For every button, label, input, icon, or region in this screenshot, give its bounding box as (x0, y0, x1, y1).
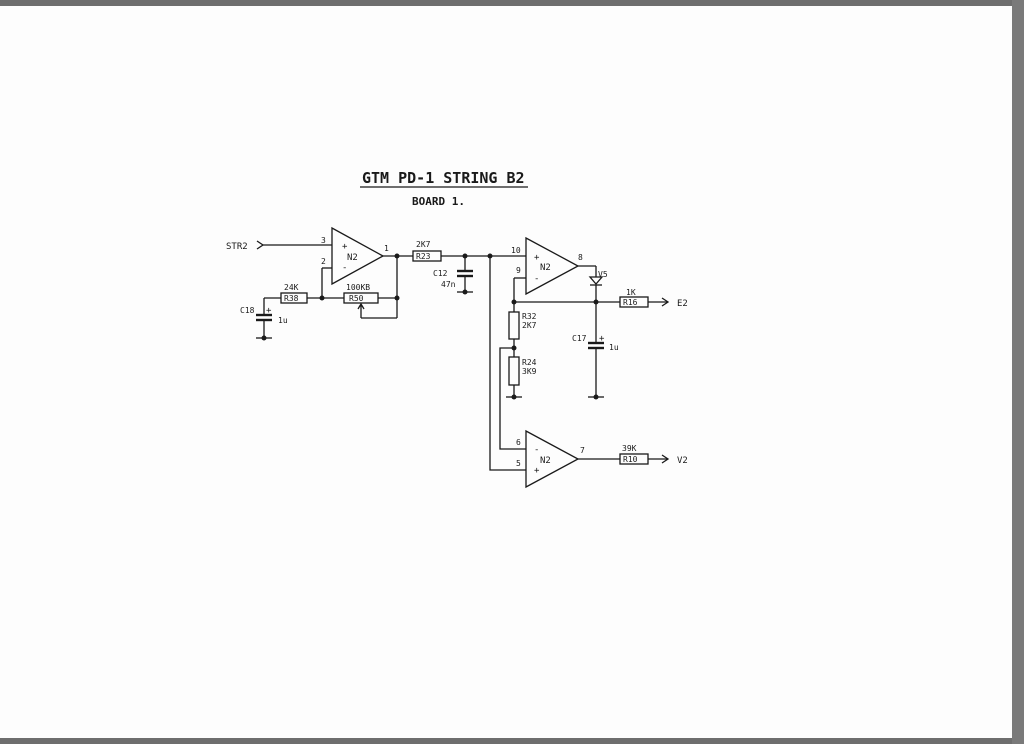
c17-ref: C17 (572, 334, 587, 343)
u3-pin7: 7 (580, 446, 585, 455)
ground-c12-node (462, 289, 468, 295)
c12-ref: C12 (433, 269, 448, 278)
r32-ref: R32 (522, 312, 537, 321)
u2-pin9: 9 (516, 266, 521, 275)
ground-c18-node (261, 335, 267, 341)
resistor-r24 (508, 356, 520, 386)
r23-value: 2K7 (416, 240, 431, 249)
r32-value: 2K7 (522, 321, 537, 330)
c12-value: 47n (441, 280, 456, 289)
opamp-u3 (525, 429, 580, 489)
opamp-u2 (525, 236, 580, 296)
ground-r24-node (511, 394, 517, 400)
schematic-sheet (0, 6, 1012, 738)
node-r50-out (394, 295, 400, 301)
wire-u3-minus (499, 347, 526, 450)
u1-label: N2 (347, 253, 358, 263)
diode-v5 (588, 276, 604, 285)
u2-pin8: 8 (578, 253, 583, 262)
u2-minus-sign: - (534, 274, 539, 284)
u1-pin1: 1 (384, 244, 389, 253)
r38-value: 24K (284, 283, 299, 292)
schematic-title: GTM PD-1 STRING B2 (362, 169, 525, 187)
input-label-str2: STR2 (226, 242, 248, 252)
u2-pin10: 10 (511, 246, 521, 255)
output-label-v2: V2 (677, 456, 688, 466)
c18-value: 1u (278, 316, 288, 325)
r23-ref: R23 (416, 252, 431, 261)
u1-pin2: 2 (321, 257, 326, 266)
input-arrow (256, 240, 265, 250)
v5-ref: V5 (598, 270, 608, 279)
ground-c17-node (593, 394, 599, 400)
node-r38-r50 (319, 295, 325, 301)
u2-plus-sign: + (534, 253, 540, 263)
schematic-subtitle: BOARD 1. (412, 195, 465, 208)
output-label-e2: E2 (677, 299, 688, 309)
c18-ref: C18 (240, 306, 255, 315)
r10-value: 39K (622, 444, 637, 453)
r16-value: 1K (626, 288, 636, 297)
opamp-u1 (331, 226, 385, 286)
c17-plus: + (599, 334, 605, 344)
r16-ref: R16 (623, 298, 638, 307)
resistor-r32 (508, 311, 520, 340)
r50-ref: R50 (349, 294, 364, 303)
c17-value: 1u (609, 343, 619, 352)
r38-ref: R38 (284, 294, 299, 303)
output-arrow-v2 (661, 454, 670, 464)
scan-border (1012, 0, 1024, 744)
output-arrow-e2 (661, 297, 670, 307)
r50-value: 100KB (346, 283, 370, 292)
u3-plus-sign: + (534, 466, 540, 476)
u1-plus-sign: + (342, 242, 348, 252)
u3-label: N2 (540, 456, 551, 466)
u1-minus-sign: - (342, 263, 347, 273)
r24-value: 3K9 (522, 367, 537, 376)
u3-pin6: 6 (516, 438, 521, 447)
r10-ref: R10 (623, 455, 638, 464)
c18-plus: + (266, 306, 272, 316)
u2-label: N2 (540, 263, 551, 273)
u3-pin5: 5 (516, 459, 521, 468)
r50-wiper (357, 302, 365, 318)
wire-u3-plus (489, 256, 526, 471)
u3-minus-sign: - (534, 445, 539, 455)
r24-ref: R24 (522, 358, 537, 367)
u1-pin3: 3 (321, 236, 326, 245)
